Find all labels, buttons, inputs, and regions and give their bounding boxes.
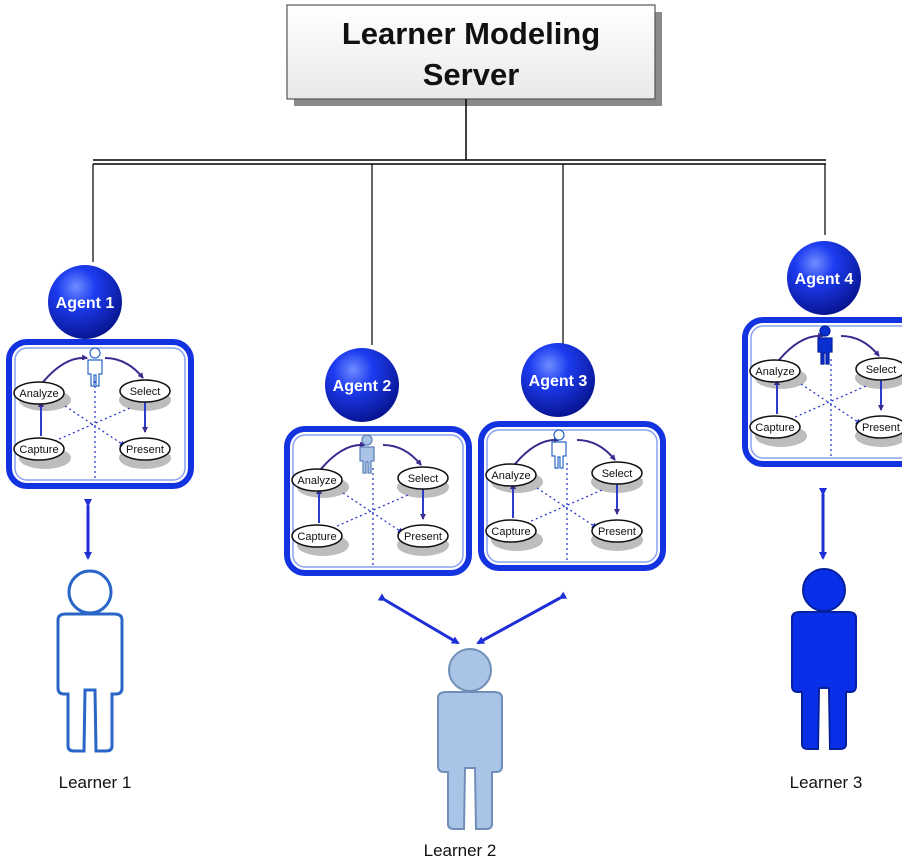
node-capture: Capture [755,422,794,434]
agent-1-cycle-panel: Analyze Select Capture Present [9,342,191,486]
node-select: Select [602,468,633,480]
agent-4-label: Agent 4 [795,271,854,288]
learner-2: Learner 2 [424,648,503,860]
learner-3-figure [791,568,857,750]
server-title-line1: Learner Modeling [342,16,600,51]
node-analyze: Analyze [19,388,58,400]
agent-1: Analyze Select Capture Present Agent 1 [9,265,191,486]
agent-2-label: Agent 2 [333,378,392,395]
agent-3: Analyze Select Capture Present Agent 3 [481,343,663,568]
node-present: Present [404,531,442,543]
learner-2-figure [437,648,503,830]
node-select: Select [130,386,161,398]
agent-1-sphere [48,265,122,339]
learner-links [84,488,827,645]
agent-4-cycle-panel: Analyze Select Capture Present [745,320,902,464]
agent-3-label: Agent 3 [529,373,588,390]
node-present: Present [126,444,164,456]
agent-4: Analyze Select Capture Present Agent 4 [745,241,902,464]
agent-2-cycle-panel: Analyze Select Capture Present [287,429,469,573]
node-capture: Capture [297,531,336,543]
agent-3-sphere [521,343,595,417]
node-analyze: Analyze [491,470,530,482]
network-bus [92,99,826,345]
learner-2-label: Learner 2 [424,841,497,860]
agent-1-label: Agent 1 [56,295,115,312]
learner-modeling-server: Learner Modeling Server [286,4,662,106]
node-analyze: Analyze [297,475,336,487]
learner-1-label: Learner 1 [59,773,132,792]
learner-1: Learner 1 [56,569,132,792]
learner-3: Learner 3 [790,568,863,792]
node-select: Select [408,473,439,485]
node-capture: Capture [19,444,58,456]
node-select: Select [866,364,897,376]
server-title-line2: Server [423,57,520,92]
agent-4-sphere [787,241,861,315]
node-present: Present [862,422,900,434]
learner-1-figure [56,569,124,753]
learner-3-label: Learner 3 [790,773,863,792]
learner-2-link-agent-3 [476,591,568,645]
agent-3-cycle-panel: Analyze Select Capture Present [481,424,663,568]
node-analyze: Analyze [755,366,794,378]
agent-2-sphere [325,348,399,422]
learner-2-link-agent-2 [377,593,460,645]
node-capture: Capture [491,526,530,538]
agent-2: Analyze Select Capture Present Agent 2 [287,348,469,573]
node-present: Present [598,526,636,538]
